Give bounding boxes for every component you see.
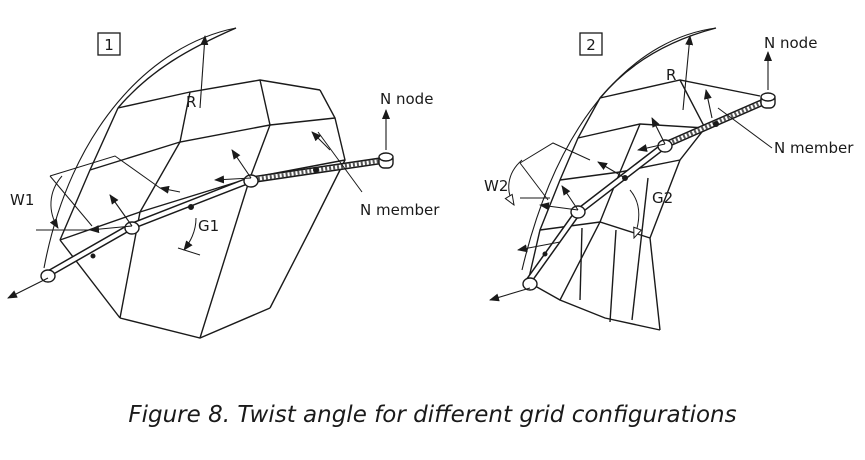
node-cylinders-2 xyxy=(522,92,776,291)
angle-label-g2: G2 xyxy=(652,189,673,207)
radius-label-1: R xyxy=(186,93,196,111)
normal-arrows-2 xyxy=(489,35,772,302)
panel-2-labels: 2 R N node N member W2 G2 xyxy=(484,34,854,207)
panel-2 xyxy=(489,27,776,331)
node-cylinders-1 xyxy=(40,152,394,283)
node-normal-label-1: N node xyxy=(380,90,433,108)
panel-2-number: 2 xyxy=(586,36,596,54)
member-normal-label-2: N member xyxy=(774,139,854,157)
grid-surface-2 xyxy=(527,27,761,331)
panel-1-number: 1 xyxy=(104,36,114,54)
twist-angle-figure: 1 R N node N member W1 G1 xyxy=(7,27,854,339)
panel-1 xyxy=(7,27,394,339)
panel-1-number-box xyxy=(97,32,121,56)
member-normal-label-1: N member xyxy=(360,201,440,219)
panel-2-number-box xyxy=(579,32,603,56)
member-bar-2 xyxy=(525,96,770,285)
angle-label-g1: G1 xyxy=(198,217,219,235)
normal-arrows-1 xyxy=(7,35,390,299)
node-normal-label-2: N node xyxy=(764,34,817,52)
radius-label-2: R xyxy=(666,66,676,84)
twist-label-w2: W2 xyxy=(484,177,508,195)
leaders-2 xyxy=(509,107,773,257)
panel-1-labels: 1 R N node N member W1 G1 xyxy=(10,36,440,235)
grid-surface-1 xyxy=(59,27,346,339)
leaders-1 xyxy=(36,131,363,259)
figure-caption: Figure 8. Twist angle for different grid… xyxy=(128,402,737,428)
twist-label-w1: W1 xyxy=(10,191,34,209)
